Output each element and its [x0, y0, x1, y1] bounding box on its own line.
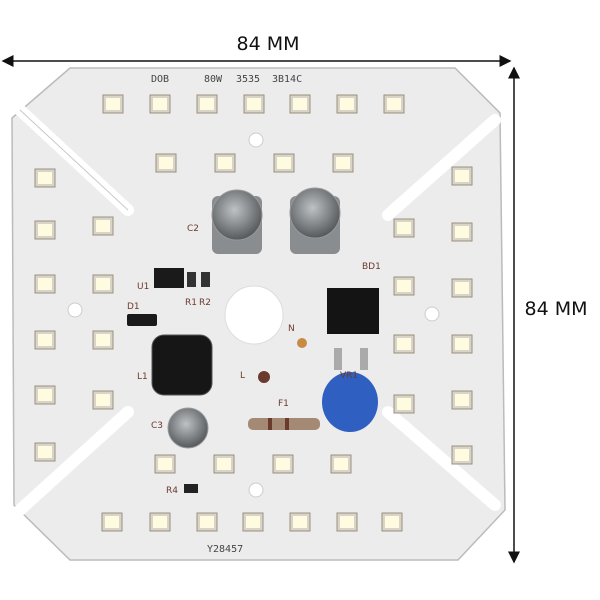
capacitor-c3	[167, 407, 209, 449]
led-chip	[149, 94, 171, 114]
led-chip	[34, 220, 56, 240]
led-chip	[451, 445, 473, 465]
fuse-f1	[248, 418, 320, 430]
led-chip	[154, 454, 176, 474]
led-chip	[102, 94, 124, 114]
board-led-type-text: 3535	[236, 74, 260, 85]
led-chip	[101, 512, 123, 532]
capacitor-c2-right	[289, 187, 341, 254]
led-chip	[92, 390, 114, 410]
label-c3: C3	[151, 421, 163, 431]
inductor-l1	[151, 334, 213, 396]
led-chip	[451, 334, 473, 354]
led-chip	[149, 512, 171, 532]
led-chip	[34, 330, 56, 350]
diode-d1	[127, 314, 157, 326]
label-r1: R1	[185, 298, 197, 308]
led-chip	[393, 394, 415, 414]
led-chip	[196, 512, 218, 532]
led-chip	[92, 274, 114, 294]
label-l: L	[240, 371, 245, 381]
led-chip	[213, 454, 235, 474]
led-chip	[393, 334, 415, 354]
led-chip	[336, 94, 358, 114]
led-chip	[34, 385, 56, 405]
resistor-r2	[201, 272, 210, 287]
led-chip	[289, 512, 311, 532]
led-chip	[34, 442, 56, 462]
led-chip	[34, 274, 56, 294]
led-chip	[393, 218, 415, 238]
led-array	[34, 94, 473, 532]
varistor-vr1	[322, 348, 378, 432]
width-label: 84 MM	[236, 33, 299, 55]
led-chip	[92, 330, 114, 350]
led-chip	[381, 512, 403, 532]
label-c2: C2	[187, 224, 199, 234]
board-config-text: 3B14C	[272, 74, 302, 85]
led-chip	[242, 512, 264, 532]
serial-number: Y28457	[207, 544, 243, 555]
led-chip	[451, 278, 473, 298]
board-type-text: DOB	[151, 74, 169, 85]
board-power-text: 80W	[204, 74, 223, 85]
led-chip	[243, 94, 265, 114]
pad-n	[297, 338, 307, 348]
label-l1: L1	[137, 372, 148, 382]
led-chip	[155, 153, 177, 173]
led-chip	[92, 216, 114, 236]
label-vr1: VR1	[340, 371, 358, 381]
led-chip	[451, 222, 473, 242]
center-hole	[224, 285, 284, 345]
led-chip	[332, 153, 354, 173]
resistor-r1	[187, 272, 196, 287]
led-chip	[272, 454, 294, 474]
height-label: 84 MM	[524, 298, 587, 320]
resistor-r4	[184, 484, 198, 493]
led-chip	[451, 166, 473, 186]
capacitor-c2-left	[211, 189, 263, 254]
led-chip	[336, 512, 358, 532]
ic-u1	[154, 268, 184, 288]
led-chip	[196, 94, 218, 114]
led-chip	[330, 454, 352, 474]
led-chip	[393, 276, 415, 296]
label-n: N	[288, 324, 295, 334]
bridge-rectifier-bd1	[327, 288, 379, 334]
pcb-board	[11, 67, 506, 561]
label-r4: R4	[166, 486, 178, 496]
led-chip	[383, 94, 405, 114]
led-chip	[289, 94, 311, 114]
label-r2: R2	[199, 298, 211, 308]
led-chip	[214, 153, 236, 173]
led-chip	[273, 153, 295, 173]
led-chip	[34, 168, 56, 188]
label-d1: D1	[127, 302, 140, 312]
label-u1: U1	[137, 282, 149, 292]
led-chip	[451, 390, 473, 410]
label-f1: F1	[278, 399, 289, 409]
label-bd1: BD1	[362, 262, 381, 272]
pad-l	[258, 371, 270, 383]
